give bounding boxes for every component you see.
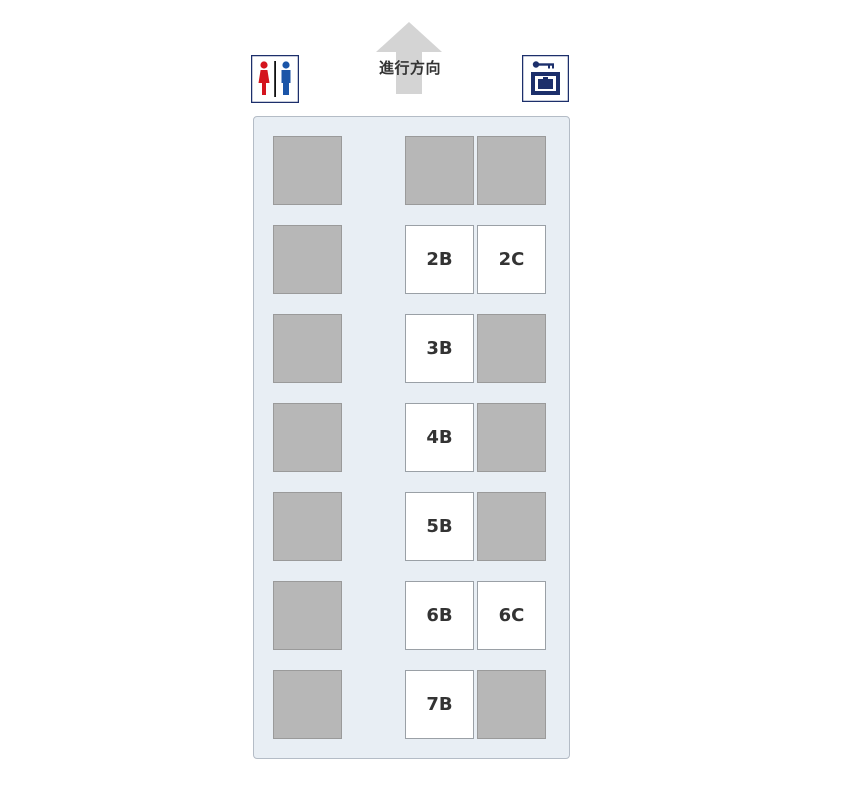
seat-5B-available[interactable]: 5B: [405, 492, 474, 561]
seat-3A-occupied: [273, 314, 342, 383]
seat-3B-available[interactable]: 3B: [405, 314, 474, 383]
seat-2A-occupied: [273, 225, 342, 294]
seat-6A-occupied: [273, 581, 342, 650]
seat-5A-occupied: [273, 492, 342, 561]
seat-5C-occupied: [477, 492, 546, 561]
seat-6B-available[interactable]: 6B: [405, 581, 474, 650]
seat-7B-available[interactable]: 7B: [405, 670, 474, 739]
baggage-locker-icon: [522, 55, 569, 102]
seat-2B-available[interactable]: 2B: [405, 225, 474, 294]
seat-2C-available[interactable]: 2C: [477, 225, 546, 294]
seat-4B-available[interactable]: 4B: [405, 403, 474, 472]
seat-1C-occupied: [477, 136, 546, 205]
seat-1A-occupied: [273, 136, 342, 205]
seat-6C-available[interactable]: 6C: [477, 581, 546, 650]
seat-4C-occupied: [477, 403, 546, 472]
seat-4A-occupied: [273, 403, 342, 472]
seat-3C-occupied: [477, 314, 546, 383]
seat-1B-occupied: [405, 136, 474, 205]
travel-direction-label: 進行方向: [378, 59, 441, 77]
restroom-icon: [251, 55, 299, 103]
seat-7A-occupied: [273, 670, 342, 739]
seat-7C-occupied: [477, 670, 546, 739]
up-arrow-icon: [376, 22, 442, 94]
